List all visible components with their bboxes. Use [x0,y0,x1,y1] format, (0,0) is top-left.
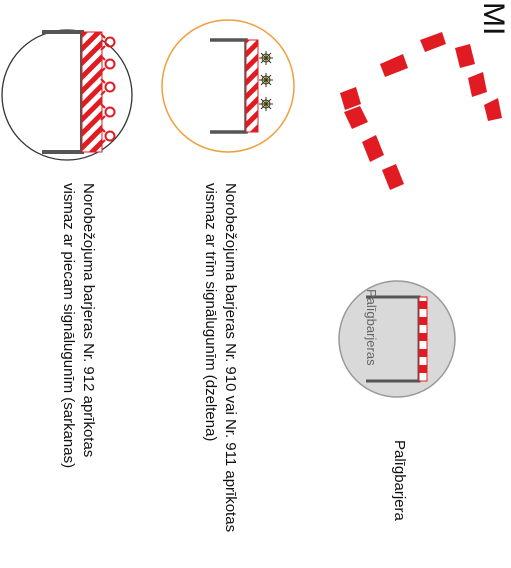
barrier-910-911-caption: Norobežojuma barjeras Nr. 910 vai Nr. 91… [202,183,239,533]
auxiliary-barrier-caption: Palīgbarjera [391,440,408,521]
mi-dashed-barrier-marker [340,32,502,190]
auxiliary-barrier-icon: Palīgbarjeras [338,280,456,398]
red-signal-light-icon [100,33,116,145]
barrier-912-caption: Norobežojuma barjeras Nr. 912 aprīkotas … [60,183,97,469]
auxiliary-barrier-circle-text: Palīgbarjeras [364,289,379,366]
barrier-912-icon [1,29,133,161]
mi-label: MI [477,2,510,36]
barrier-910-911-icon [161,19,295,153]
yellow-signal-light-icon [259,51,273,111]
